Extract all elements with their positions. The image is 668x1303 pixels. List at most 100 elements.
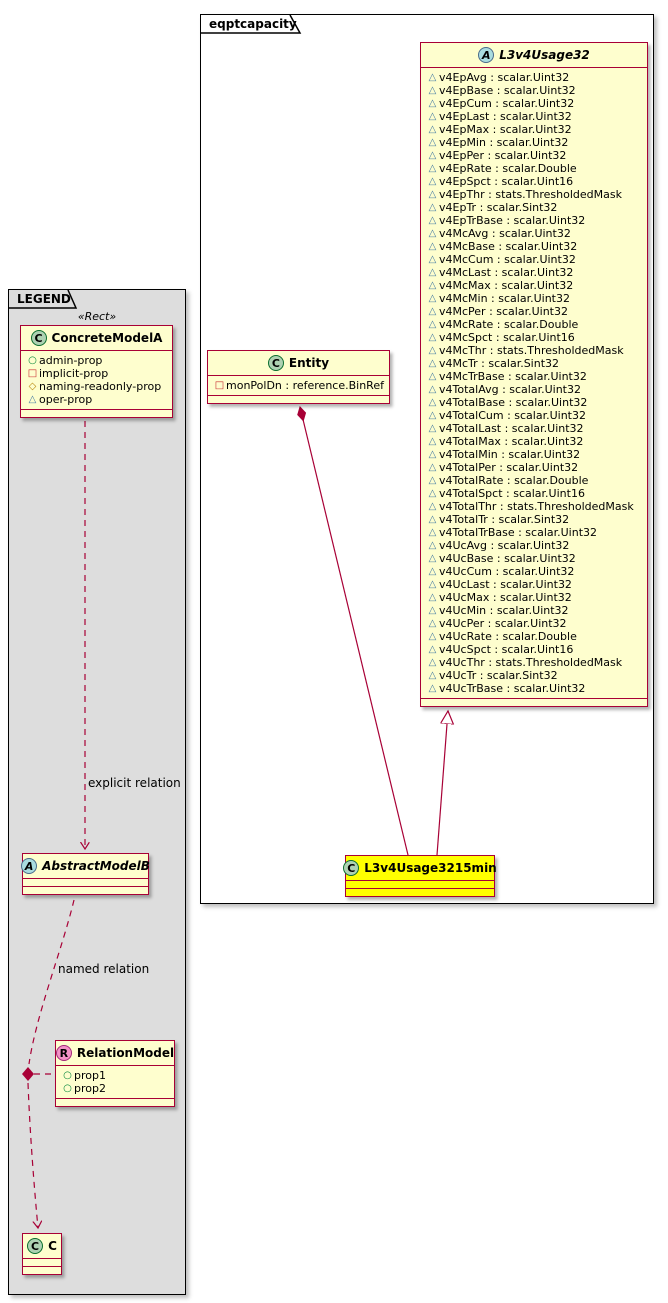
class-name: C xyxy=(48,1239,57,1253)
attributes-compartment xyxy=(23,878,148,886)
attribute-row: v4TotalThr : stats.ThresholdedMask xyxy=(426,500,642,513)
attribute-text: v4UcRate : scalar.Double xyxy=(439,630,577,643)
oper-prop-icon xyxy=(426,669,439,682)
attribute-text: v4UcThr : stats.ThresholdedMask xyxy=(439,656,623,669)
attribute-text: v4McMax : scalar.Uint32 xyxy=(439,279,574,292)
oper-prop-icon xyxy=(426,552,439,565)
oper-prop-icon xyxy=(426,136,439,149)
attribute-row: v4McSpct : scalar.Uint16 xyxy=(426,331,642,344)
attribute-text: v4McAvg : scalar.Uint32 xyxy=(439,227,571,240)
abstract-spot-icon: A xyxy=(478,47,495,63)
oper-prop-icon xyxy=(426,591,439,604)
oper-prop-icon xyxy=(426,383,439,396)
oper-prop-icon xyxy=(426,656,439,669)
attribute-text: v4TotalSpct : scalar.Uint16 xyxy=(439,487,585,500)
oper-prop-icon xyxy=(426,396,439,409)
methods-compartment xyxy=(23,1266,61,1274)
oper-prop-icon xyxy=(426,461,439,474)
relation-spot-icon: R xyxy=(55,1045,72,1061)
class-name: RelationModel xyxy=(76,1046,175,1060)
oper-prop-icon xyxy=(426,162,439,175)
attribute-text: v4UcSpct : scalar.Uint16 xyxy=(439,643,574,656)
attribute-text: v4UcBase : scalar.Uint32 xyxy=(439,552,576,565)
oper-prop-icon xyxy=(426,513,439,526)
class-abstractmodelb: A AbstractModelB xyxy=(21,853,150,895)
oper-prop-icon xyxy=(426,292,439,305)
oper-prop-icon xyxy=(426,565,439,578)
oper-prop-icon xyxy=(426,370,439,383)
class-header: A AbstractModelB xyxy=(21,854,150,878)
oper-prop-icon xyxy=(426,474,439,487)
attribute-text: v4TotalThr : stats.ThresholdedMask xyxy=(439,500,634,513)
oper-prop-icon xyxy=(426,84,439,97)
class-header: C ConcreteModelA xyxy=(21,326,172,350)
oper-prop-icon xyxy=(426,448,439,461)
oper-prop-icon xyxy=(426,500,439,513)
attribute-text: v4UcTr : scalar.Sint32 xyxy=(439,669,558,682)
oper-prop-icon xyxy=(426,643,439,656)
attribute-text: v4TotalMax : scalar.Uint32 xyxy=(439,435,584,448)
attribute-row: v4McMin : scalar.Uint32 xyxy=(426,292,642,305)
attribute-text: oper-prop xyxy=(39,393,93,406)
attribute-row: v4EpAvg : scalar.Uint32 xyxy=(426,71,642,84)
attribute-row: v4EpRate : scalar.Double xyxy=(426,162,642,175)
attribute-row: v4TotalRate : scalar.Double xyxy=(426,474,642,487)
attribute-row: v4McTr : scalar.Sint32 xyxy=(426,357,642,370)
attribute-row: v4TotalSpct : scalar.Uint16 xyxy=(426,487,642,500)
attribute-row: v4TotalAvg : scalar.Uint32 xyxy=(426,383,642,396)
attribute-row: v4EpCum : scalar.Uint32 xyxy=(426,97,642,110)
attribute-text: v4EpBase : scalar.Uint32 xyxy=(439,84,576,97)
methods-compartment xyxy=(56,1098,174,1106)
package-legend-title: LEGEND xyxy=(17,292,71,306)
oper-prop-icon xyxy=(426,630,439,643)
attribute-row: v4TotalBase : scalar.Uint32 xyxy=(426,396,642,409)
attribute-text: v4McLast : scalar.Uint32 xyxy=(439,266,574,279)
class-l3v4usage32: A L3v4Usage32 v4EpAvg : scalar.Uint32 v4… xyxy=(420,42,648,707)
oper-prop-icon xyxy=(426,604,439,617)
oper-prop-icon xyxy=(426,214,439,227)
class-spot-icon: C xyxy=(27,1238,44,1254)
attribute-row: v4EpMin : scalar.Uint32 xyxy=(426,136,642,149)
class-header: C C xyxy=(23,1234,61,1258)
attribute-row: v4EpTrBase : scalar.Uint32 xyxy=(426,214,642,227)
attribute-text: v4McBase : scalar.Uint32 xyxy=(439,240,578,253)
attribute-row: v4UcPer : scalar.Uint32 xyxy=(426,617,642,630)
attribute-row: v4UcSpct : scalar.Uint16 xyxy=(426,643,642,656)
oper-prop-icon xyxy=(426,487,439,500)
attribute-row: v4EpSpct : scalar.Uint16 xyxy=(426,175,642,188)
attribute-row: v4McBase : scalar.Uint32 xyxy=(426,240,642,253)
attribute-list: prop1 prop2 xyxy=(56,1065,174,1098)
class-entity: C Entity monPolDn : reference.BinRef xyxy=(207,350,390,404)
class-header: R RelationModel xyxy=(55,1041,175,1065)
oper-prop-icon xyxy=(426,331,439,344)
oper-prop-icon xyxy=(426,123,439,136)
oper-prop-icon xyxy=(426,539,439,552)
attribute-list: monPolDn : reference.BinRef xyxy=(208,375,389,395)
named-relation-label: named relation xyxy=(58,962,150,976)
attribute-text: v4McRate : scalar.Double xyxy=(439,318,579,331)
attribute-text: v4EpCum : scalar.Uint32 xyxy=(439,97,575,110)
class-spot-icon: C xyxy=(343,860,360,876)
attribute-text: v4EpMin : scalar.Uint32 xyxy=(439,136,569,149)
attribute-row: v4EpTr : scalar.Sint32 xyxy=(426,201,642,214)
attribute-row: naming-readonly-prop xyxy=(26,380,167,393)
attribute-row: prop2 xyxy=(61,1082,169,1095)
attribute-text: v4McThr : stats.ThresholdedMask xyxy=(439,344,624,357)
attribute-row: v4TotalCum : scalar.Uint32 xyxy=(426,409,642,422)
attribute-row: v4UcAvg : scalar.Uint32 xyxy=(426,539,642,552)
class-name: Entity xyxy=(288,356,330,370)
attribute-text: v4EpThr : stats.ThresholdedMask xyxy=(439,188,622,201)
implicit-prop-icon xyxy=(213,379,226,392)
attribute-text: prop1 xyxy=(74,1069,106,1082)
attribute-row: v4EpMax : scalar.Uint32 xyxy=(426,123,642,136)
attribute-row: v4UcMin : scalar.Uint32 xyxy=(426,604,642,617)
oper-prop-icon xyxy=(426,240,439,253)
attribute-row: v4McThr : stats.ThresholdedMask xyxy=(426,344,642,357)
class-name: L3v4Usage32 xyxy=(499,48,590,62)
attribute-text: v4TotalBase : scalar.Uint32 xyxy=(439,396,588,409)
admin-prop-icon xyxy=(61,1082,74,1095)
legend-stereotype: «Rect» xyxy=(77,310,117,323)
attribute-text: v4EpRate : scalar.Double xyxy=(439,162,577,175)
class-name: L3v4Usage3215min xyxy=(364,861,497,875)
attributes-compartment xyxy=(23,1258,61,1266)
